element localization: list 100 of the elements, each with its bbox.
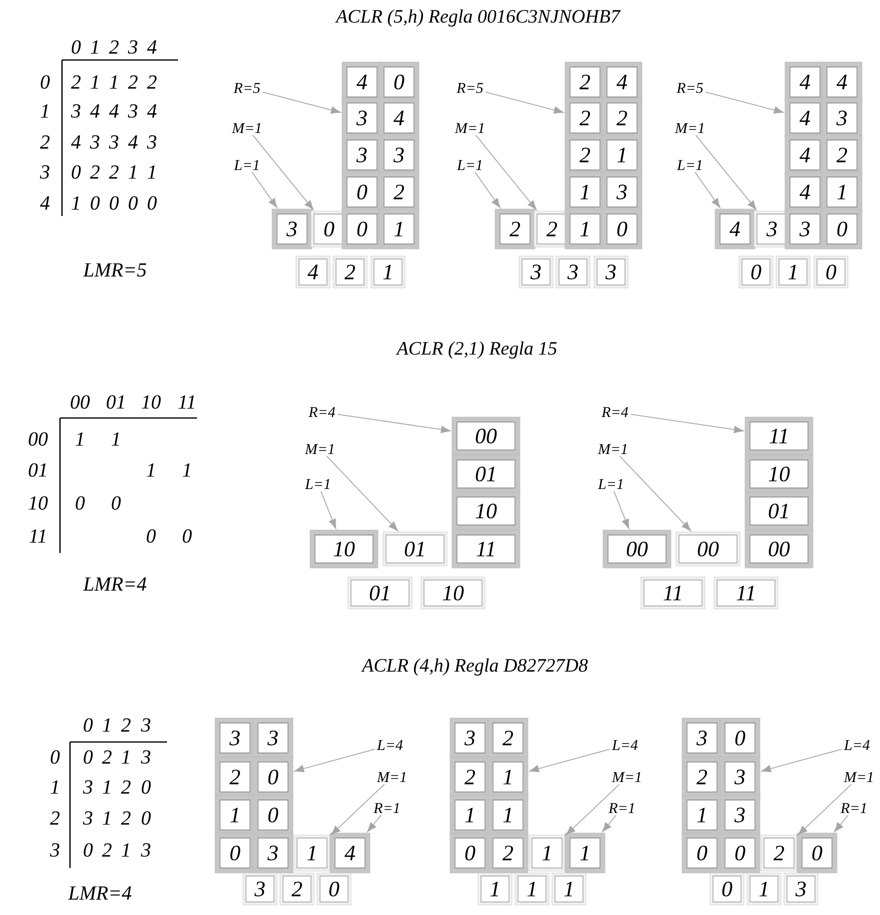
table-value: 4 xyxy=(147,104,157,118)
row-header: 2 xyxy=(40,135,50,149)
column-header: 4 xyxy=(147,40,157,54)
arrow xyxy=(474,172,500,208)
parameter-label: M=1 xyxy=(232,123,260,133)
arrow xyxy=(326,456,398,532)
raised-cell: 1 xyxy=(214,794,256,836)
arrow xyxy=(485,92,564,114)
column-header: 10 xyxy=(142,395,161,409)
row-header: 0 xyxy=(50,750,60,764)
arrow xyxy=(330,784,385,836)
row-header: 10 xyxy=(28,496,48,510)
table-value: 4 xyxy=(128,135,138,149)
flat-cell: 01 xyxy=(348,576,412,610)
parameter-label: L=1 xyxy=(598,479,622,489)
flat-cell: 0 xyxy=(814,256,848,288)
table-value: 1 xyxy=(182,463,190,477)
flat-cell: 2 xyxy=(760,834,798,872)
raised-cell: 1 xyxy=(488,756,528,798)
arrow xyxy=(475,134,537,210)
arrow xyxy=(337,414,451,434)
raised-cell: 3 xyxy=(378,134,420,176)
parameter-label: M=1 xyxy=(304,444,334,454)
flat-cell: 1 xyxy=(294,834,330,872)
raised-cell: 11 xyxy=(452,530,520,568)
parameter-label: R=4 xyxy=(602,407,628,417)
arrow xyxy=(694,172,720,208)
arrow xyxy=(602,814,617,832)
arrow xyxy=(252,134,314,210)
parameter-label: R=1 xyxy=(374,803,399,813)
parameter-label: M=1 xyxy=(674,123,704,133)
table-value: 3 xyxy=(82,780,92,794)
arrow xyxy=(252,172,278,208)
table-value: 1 xyxy=(146,463,154,477)
result-label: LMR=4 xyxy=(68,886,132,900)
table-value: 0 xyxy=(148,196,157,210)
raised-cell: 2 xyxy=(488,832,528,874)
raised-cell: 4 xyxy=(822,62,862,102)
raised-cell: 0 xyxy=(252,756,294,798)
flat-cell: 00 xyxy=(676,532,740,566)
table-value: 1 xyxy=(72,196,79,210)
flat-cell: 1 xyxy=(746,872,782,906)
flat-cell: 01 xyxy=(382,532,448,566)
table-value: 4 xyxy=(71,135,81,149)
raised-cell: 3 xyxy=(822,98,862,138)
raised-cell: 10 xyxy=(744,454,814,494)
raised-cell: 00 xyxy=(602,530,672,568)
table-value: 1 xyxy=(76,432,83,446)
raised-cell: 4 xyxy=(330,832,370,874)
raised-cell: 10 xyxy=(310,530,378,568)
parameter-label: L=4 xyxy=(844,740,870,750)
raised-cell: 0 xyxy=(822,208,862,250)
table-value: 1 xyxy=(102,811,110,825)
parameter-label: L=1 xyxy=(676,160,702,170)
table-value: 3 xyxy=(146,135,156,149)
table-value: 2 xyxy=(147,75,157,89)
parameter-label: L=4 xyxy=(612,740,638,750)
raised-cell: 3 xyxy=(720,756,760,798)
flat-cell: 2 xyxy=(332,256,368,288)
parameter-label: R=5 xyxy=(456,83,483,93)
row-header: 4 xyxy=(40,196,50,210)
raised-cell: 0 xyxy=(720,832,760,874)
raised-cell: 3 xyxy=(602,172,642,212)
raised-cell: 1 xyxy=(564,832,606,874)
column-header: 0 xyxy=(84,718,93,732)
raised-cell: 0 xyxy=(378,62,420,102)
row-header: 1 xyxy=(40,104,48,118)
raised-cell: 0 xyxy=(342,208,382,250)
table-value: 2 xyxy=(71,75,81,89)
raised-cell: 3 xyxy=(682,718,722,758)
parameter-label: L=4 xyxy=(376,740,403,750)
parameter-label: M=1 xyxy=(844,772,872,782)
section-heading: ACLR (2,1) Regla 15 xyxy=(396,341,557,359)
raised-cell: 4 xyxy=(714,208,756,250)
raised-cell: 2 xyxy=(822,134,862,176)
raised-cell: 2 xyxy=(682,756,722,798)
flat-cell: 1 xyxy=(370,256,406,288)
raised-cell: 00 xyxy=(744,530,814,568)
table-value: 0 xyxy=(72,165,81,179)
column-header: 1 xyxy=(90,40,98,54)
row-header: 00 xyxy=(28,432,48,446)
table-value: 0 xyxy=(110,196,119,210)
parameter-label: L=1 xyxy=(456,160,482,170)
table-value: 1 xyxy=(122,750,129,764)
column-header: 00 xyxy=(70,395,90,409)
raised-cell: 01 xyxy=(744,492,814,530)
raised-cell: 1 xyxy=(488,794,528,836)
row-header: 1 xyxy=(50,780,58,794)
raised-cell: 1 xyxy=(602,134,642,176)
table-value: 4 xyxy=(109,104,119,118)
raised-cell: 3 xyxy=(214,718,256,758)
flat-cell: 4 xyxy=(296,256,330,288)
parameter-label: M=1 xyxy=(612,772,640,782)
raised-cell: 0 xyxy=(602,208,642,250)
table-value: 3 xyxy=(82,811,92,825)
raised-cell: 1 xyxy=(564,208,606,250)
raised-cell: 3 xyxy=(784,208,826,250)
table-value: 1 xyxy=(122,843,129,857)
table-value: 3 xyxy=(140,750,150,764)
table-value: 4 xyxy=(90,104,100,118)
